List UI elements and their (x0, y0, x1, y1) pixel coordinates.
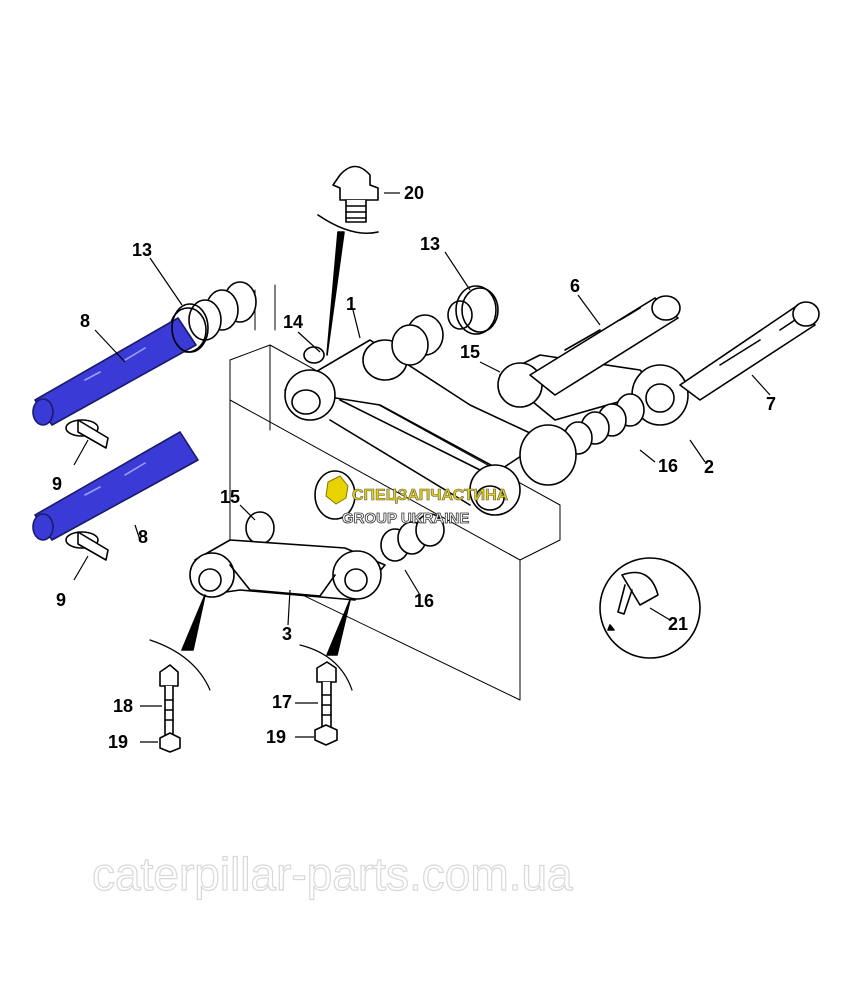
clip-9-upper (65, 419, 109, 449)
callout-21: 21 (668, 614, 688, 634)
callout-9-upper: 9 (52, 474, 62, 494)
pin-8-lower (32, 431, 199, 541)
callout-15-right: 15 (460, 342, 480, 362)
nut-19-left (159, 732, 181, 753)
ring-14 (303, 346, 325, 364)
brand-line-1: СПЕЦЗАПЧАСТИНА (352, 487, 509, 504)
callout-9-lower: 9 (56, 590, 66, 610)
bolt-18 (159, 664, 179, 736)
brand-logo: СПЕЦЗАПЧАСТИНА GROUP UKRAINE (325, 475, 509, 527)
callout-8-upper: 8 (80, 311, 90, 331)
pointer-18 (181, 594, 206, 651)
pointer-17 (326, 599, 351, 656)
pin-7 (679, 301, 820, 401)
callouts: 20 13 13 1 6 8 14 15 7 9 16 2 15 8 9 16 … (52, 183, 776, 752)
callout-13-left: 13 (132, 240, 152, 260)
callout-14: 14 (283, 312, 303, 332)
callout-8-lower: 8 (138, 527, 148, 547)
clip-9-lower (65, 531, 109, 561)
callout-3: 3 (282, 624, 292, 644)
watermark: caterpillar-parts.com.ua (92, 848, 573, 900)
leader-lines (73, 192, 771, 743)
ring-13-right (455, 285, 497, 335)
link-1 (284, 339, 546, 516)
bolt-17 (316, 661, 337, 728)
callout-16-left: 16 (414, 591, 434, 611)
pin-8-upper (32, 317, 197, 426)
callout-18: 18 (113, 696, 133, 716)
callout-2: 2 (704, 457, 714, 477)
nut-19-right (314, 724, 338, 746)
callout-19-right: 19 (266, 727, 286, 747)
link-3 (189, 539, 386, 601)
callout-19-left: 19 (108, 732, 128, 752)
callout-1: 1 (346, 294, 356, 314)
callout-6: 6 (570, 276, 580, 296)
pin-6 (529, 295, 681, 396)
ring-13-left (171, 303, 209, 353)
excavator-logo-icon (325, 475, 349, 505)
callout-17: 17 (272, 692, 292, 712)
callout-13-right: 13 (420, 234, 440, 254)
callout-15-left: 15 (220, 487, 240, 507)
brand-line-2: GROUP UKRAINE (342, 510, 469, 527)
grease-fitting-20 (317, 165, 379, 356)
callout-16-right: 16 (658, 456, 678, 476)
loader-frame (229, 284, 561, 701)
callout-7: 7 (766, 394, 776, 414)
bushing-stack-upper (169, 281, 499, 366)
callout-20: 20 (404, 183, 424, 203)
